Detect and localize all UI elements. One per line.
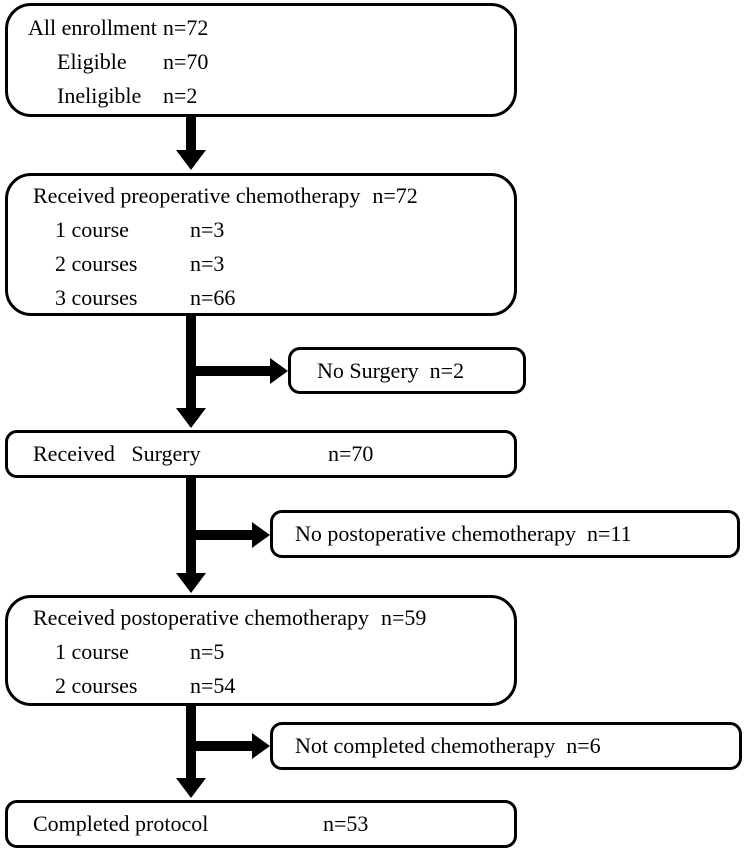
- line-ineligible: Ineligible n=2: [28, 79, 506, 113]
- line-count: n=3: [190, 251, 225, 276]
- line-received-surgery: Received Surgery n=70: [33, 437, 373, 471]
- line-count: n=2: [163, 83, 198, 108]
- line-label: No postoperative chemotherapy: [295, 521, 577, 546]
- arrow-branch-no-surgery-head: [270, 358, 288, 384]
- arrow-branch-no-postop-head: [252, 522, 270, 548]
- box-not-completed-chemotherapy: Not completed chemotherapy n=6: [270, 722, 742, 770]
- arrow-branch-not-completed-head: [252, 733, 270, 759]
- box-postoperative-chemotherapy: Received postoperative chemotherapy n=59…: [5, 595, 517, 706]
- arrow-branch-no-surgery-shaft: [191, 366, 270, 376]
- arrow-branch-not-completed-shaft: [191, 741, 252, 751]
- line-label: Ineligible: [57, 83, 142, 108]
- line-postop-1-course: 1 course n=5: [33, 635, 506, 669]
- line-count: n=72: [162, 15, 209, 40]
- line-count: n=72: [372, 183, 418, 208]
- arrow-surgery-to-postop-shaft: [186, 478, 196, 574]
- line-postop-2-courses: 2 courses n=54: [33, 669, 506, 703]
- line-label: Received Surgery: [33, 441, 201, 466]
- line-postop-chemo: Received postoperative chemotherapy n=59: [33, 601, 506, 635]
- line-no-postop-chemo: No postoperative chemotherapy n=11: [295, 517, 632, 551]
- line-count: n=70: [163, 49, 209, 74]
- line-no-surgery: No Surgery n=2: [317, 354, 464, 388]
- line-label: Received postoperative chemotherapy: [33, 605, 369, 630]
- line-count: n=6: [566, 733, 601, 758]
- box-no-postoperative-chemotherapy: No postoperative chemotherapy n=11: [270, 510, 740, 558]
- line-count: n=53: [323, 811, 369, 836]
- line-label: Not completed chemotherapy: [295, 733, 556, 758]
- line-count: n=5: [190, 639, 225, 664]
- arrow-surgery-to-postop-head: [176, 573, 206, 593]
- box-preoperative-chemotherapy: Received preoperative chemotherapy n=72 …: [5, 173, 517, 316]
- line-all-enrollment: All enrollment n=72: [28, 11, 506, 45]
- line-label: All enrollment: [28, 15, 157, 40]
- line-not-completed-chemo: Not completed chemotherapy n=6: [295, 729, 601, 763]
- line-label: Received preoperative chemotherapy: [33, 183, 361, 208]
- line-label: 1 course: [55, 639, 129, 664]
- line-label: 3 courses: [55, 285, 138, 310]
- line-count: n=11: [587, 521, 632, 546]
- arrow-postop-to-completed-head: [176, 778, 206, 798]
- line-preop-1-course: 1 course n=3: [33, 213, 506, 247]
- line-label: Completed protocol: [33, 811, 209, 836]
- line-label: No Surgery: [317, 357, 419, 383]
- line-count: n=70: [328, 441, 374, 466]
- line-preop-2-courses: 2 courses n=3: [33, 247, 506, 281]
- line-label: 2 courses: [55, 673, 138, 698]
- arrow-branch-no-postop-shaft: [191, 530, 252, 540]
- arrow-enrollment-to-preop-shaft: [186, 117, 196, 151]
- line-eligible: Eligible n=70: [28, 45, 506, 79]
- line-preop-chemo: Received preoperative chemotherapy n=72: [33, 179, 506, 213]
- line-preop-3-courses: 3 courses n=66: [33, 281, 506, 315]
- line-label: 1 course: [55, 217, 129, 242]
- box-completed-protocol: Completed protocol n=53: [5, 800, 517, 848]
- arrow-enrollment-to-preop-head: [176, 150, 206, 170]
- line-count: n=66: [190, 285, 236, 310]
- line-completed-protocol: Completed protocol n=53: [33, 807, 368, 841]
- arrow-preop-to-surgery-head: [176, 408, 206, 428]
- arrow-preop-to-surgery-shaft: [186, 316, 196, 409]
- box-no-surgery: No Surgery n=2: [288, 347, 526, 394]
- line-count: n=2: [429, 357, 465, 383]
- line-label: 2 courses: [55, 251, 138, 276]
- line-count: n=59: [380, 605, 427, 630]
- line-count: n=3: [190, 217, 225, 242]
- box-received-surgery: Received Surgery n=70: [5, 430, 517, 478]
- line-label: Eligible: [57, 49, 127, 74]
- box-all-enrollment: All enrollment n=72 Eligible n=70 Inelig…: [5, 3, 517, 117]
- line-count: n=54: [190, 673, 236, 698]
